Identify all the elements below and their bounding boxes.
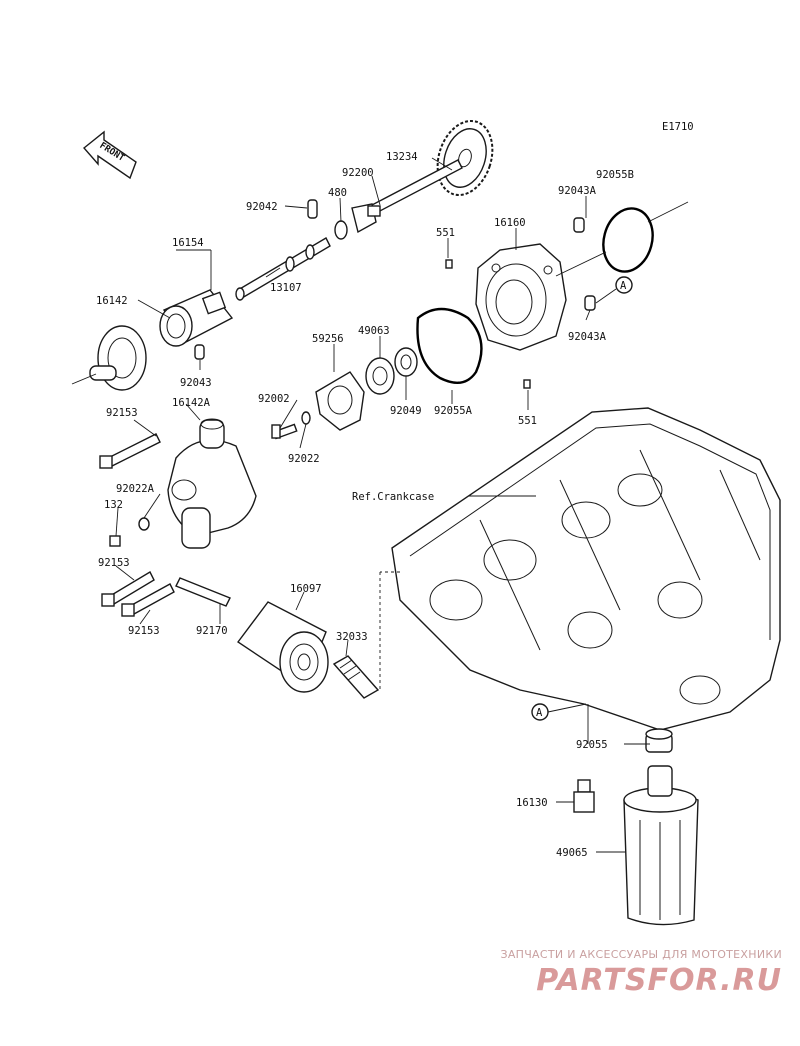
label-32033: 32033 [336, 631, 368, 643]
label-92043: 92043 [180, 377, 212, 389]
dowel-92043a-top [573, 217, 585, 233]
label-16142: 16142 [96, 295, 128, 307]
part-labels: 13234 92200 480 92042 92055B 92043A 551 … [96, 151, 634, 859]
label-16154: 16154 [172, 237, 204, 249]
impeller-59256 [315, 371, 365, 431]
callout-a-top-label: A [620, 280, 627, 292]
label-92043a-top: 92043A [558, 185, 597, 197]
label-16097: 16097 [290, 583, 322, 595]
front-arrow-icon: FRONT [82, 130, 137, 180]
callout-a-bottom-label: A [536, 707, 543, 719]
label-92022: 92022 [288, 453, 320, 465]
bolt-92002 [271, 423, 298, 440]
label-92153-mid: 92153 [98, 557, 130, 569]
watermark-tagline: ЗАПЧАСТИ И АКСЕССУАРЫ ДЛЯ МОТОТЕХНИКИ [500, 948, 782, 961]
coupling-16154 [159, 289, 234, 347]
cover-16160 [475, 243, 567, 351]
label-16160: 16160 [494, 217, 526, 229]
washer-92022 [301, 411, 311, 425]
label-92055b: 92055B [596, 169, 634, 181]
label-92055: 92055 [576, 739, 608, 751]
gear-shaft-13234 [371, 119, 494, 214]
label-13107: 13107 [270, 282, 302, 294]
label-16130: 16130 [516, 797, 548, 809]
bearing-92049 [394, 347, 418, 377]
dowel-92043a-mid [584, 295, 596, 311]
bolt-132 [109, 535, 121, 547]
callout-a-top: A [595, 276, 633, 304]
pin-92043 [194, 344, 205, 360]
label-480: 480 [328, 187, 347, 199]
crankcase [391, 407, 781, 731]
label-92170: 92170 [196, 625, 228, 637]
label-551-top: 551 [436, 227, 455, 239]
label-92022a: 92022A [116, 483, 155, 495]
label-92153-top: 92153 [106, 407, 138, 419]
label-16142a: 16142A [172, 397, 211, 409]
gasket-92055a [416, 307, 483, 384]
part-92200 [351, 203, 381, 234]
pump-body-16142 [71, 325, 147, 391]
label-59256: 59256 [312, 333, 344, 345]
strip-92170 [175, 577, 231, 607]
label-49063: 49063 [358, 325, 390, 337]
label-132: 132 [104, 499, 123, 511]
leader-lines [115, 157, 650, 853]
pin-92042 [307, 199, 318, 219]
pin-551-bottom [523, 379, 531, 389]
label-92055a: 92055A [434, 405, 473, 417]
label-ref-crankcase: Ref.Crankcase [352, 491, 434, 503]
pump-cover-16142a [167, 418, 257, 549]
label-49065: 49065 [556, 847, 588, 859]
bolt-92153-mid [101, 571, 155, 607]
label-92002: 92002 [258, 393, 290, 405]
diagram-code: E1710 [662, 121, 694, 133]
label-92153-bottom: 92153 [128, 625, 160, 637]
label-92049: 92049 [390, 405, 422, 417]
oil-filter-16097 [236, 601, 329, 693]
label-13234: 13234 [386, 151, 418, 163]
watermark-brand: PARTSFOR.RU [536, 963, 782, 998]
strainer-49065 [623, 765, 699, 926]
label-92200: 92200 [342, 167, 374, 179]
washer-92022a [138, 517, 150, 531]
watermark: ЗАПЧАСТИ И АКСЕССУАРЫ ДЛЯ МОТОТЕХНИКИ PA… [500, 948, 782, 998]
pin-551-top [445, 259, 453, 269]
bolt-92153-bottom [121, 583, 175, 617]
fitting-32033 [332, 655, 380, 699]
clip-480 [334, 220, 348, 240]
cap-92055 [645, 728, 673, 753]
seal-49063 [365, 357, 395, 395]
o-ring-92055b [555, 201, 689, 277]
shaft-13107 [235, 237, 331, 301]
label-92042: 92042 [246, 201, 278, 213]
bolt-92153-top [99, 433, 161, 469]
label-551-bottom: 551 [518, 415, 537, 427]
plug-16130 [573, 779, 595, 813]
label-92043a-mid: 92043A [568, 331, 607, 343]
callout-a-bottom: A [531, 703, 587, 721]
